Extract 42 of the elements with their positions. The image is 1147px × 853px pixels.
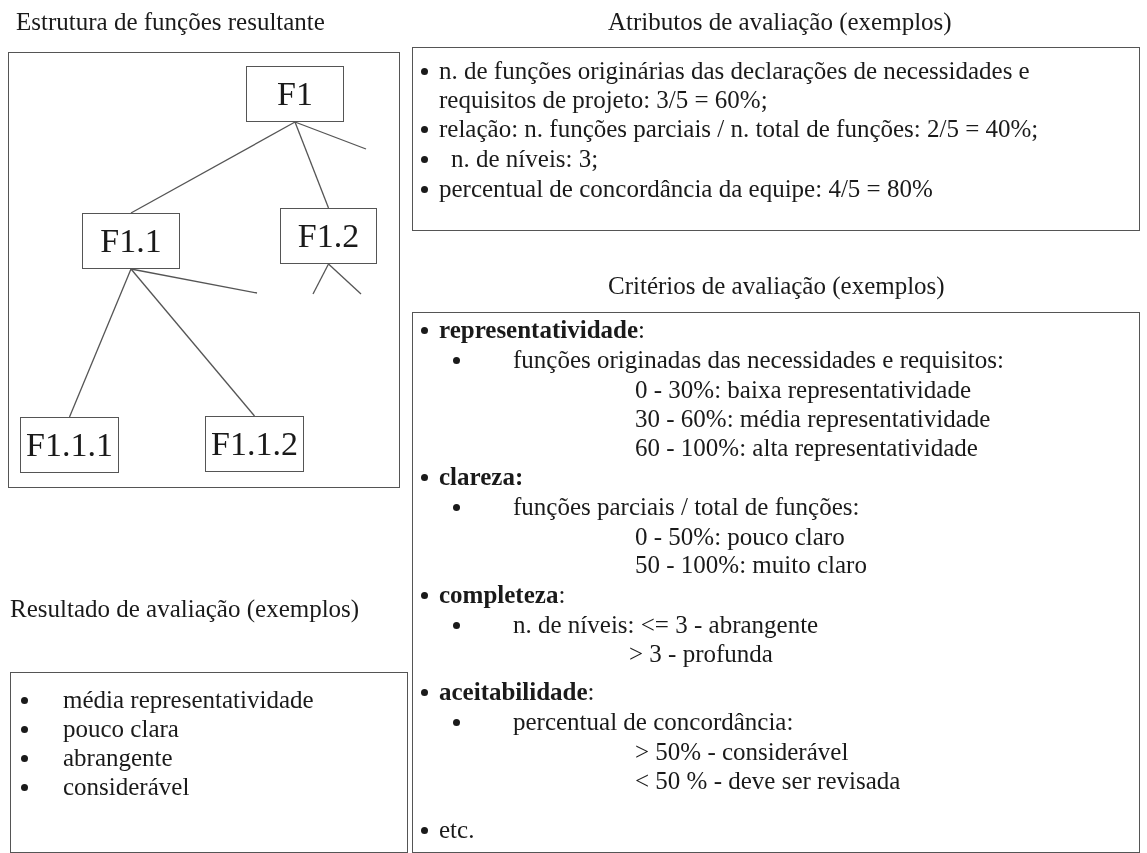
function-box: F1.1 xyxy=(82,213,180,269)
criteria-line: aceitabilidade: xyxy=(439,677,596,706)
tree-line xyxy=(130,268,256,417)
tree-line xyxy=(327,263,362,295)
range-text: 0 - 30%: baixa representatividade xyxy=(635,375,972,404)
bullet-item: relação: n. funções parciais / n. total de funções: 2/5 = 40%; xyxy=(439,114,1040,143)
range-text: 30 - 60%: média representatividade xyxy=(635,404,992,433)
tree-line xyxy=(130,268,258,294)
tree-line xyxy=(312,263,330,295)
range-text: 60 - 100%: alta representatividade xyxy=(635,433,979,462)
function-box: F1.2 xyxy=(280,208,377,264)
range-text: > 3 - profunda xyxy=(629,639,774,668)
tree-line xyxy=(294,121,367,150)
range-text: 0 - 50%: pouco claro xyxy=(635,522,846,551)
panel-heading: Resultado de avaliação (exemplos) xyxy=(10,595,360,623)
panel-heading: Atributos de avaliação (exemplos) xyxy=(608,8,952,36)
tree-line xyxy=(68,268,132,418)
tree-line xyxy=(294,121,330,209)
criteria-line: etc. xyxy=(439,815,476,844)
criteria-line: representatividade: xyxy=(439,315,646,344)
bullet-item: considerável xyxy=(63,772,191,801)
bullet-item: percentual de concordância da equipe: 4/5 = 80% xyxy=(439,174,934,203)
bullet-item: pouco clara xyxy=(63,714,180,743)
criteria-line: funções parciais / total de funções: xyxy=(513,492,861,521)
panel-heading: Estrutura de funções resultante xyxy=(16,8,325,36)
criteria-line: funções originadas das necessidades e requisitos: xyxy=(513,345,1005,374)
range-text: > 50% - considerável xyxy=(635,737,850,766)
range-text: < 50 % - deve ser revisada xyxy=(635,766,902,795)
bullet-item: n. de níveis: 3; xyxy=(451,144,600,173)
bullet-item: média representatividade xyxy=(63,685,315,714)
function-box: F1.1.1 xyxy=(20,417,119,473)
tree-line xyxy=(130,121,296,214)
criteria-line: n. de níveis: <= 3 - abrangente xyxy=(513,610,820,639)
range-text: 50 - 100%: muito claro xyxy=(635,550,868,579)
criteria-line: completeza: xyxy=(439,580,567,609)
bullet-item: abrangente xyxy=(63,743,174,772)
function-box: F1 xyxy=(246,66,344,122)
function-box: F1.1.2 xyxy=(205,416,304,472)
panel-heading: Critérios de avaliação (exemplos) xyxy=(608,272,945,300)
criteria-line: percentual de concordância: xyxy=(513,707,795,736)
criteria-line: clareza: xyxy=(439,462,525,491)
bullet-item: n. de funções originárias das declarações de necessidades e requisitos de projeto: 3/5 = 60%; xyxy=(439,56,1031,114)
